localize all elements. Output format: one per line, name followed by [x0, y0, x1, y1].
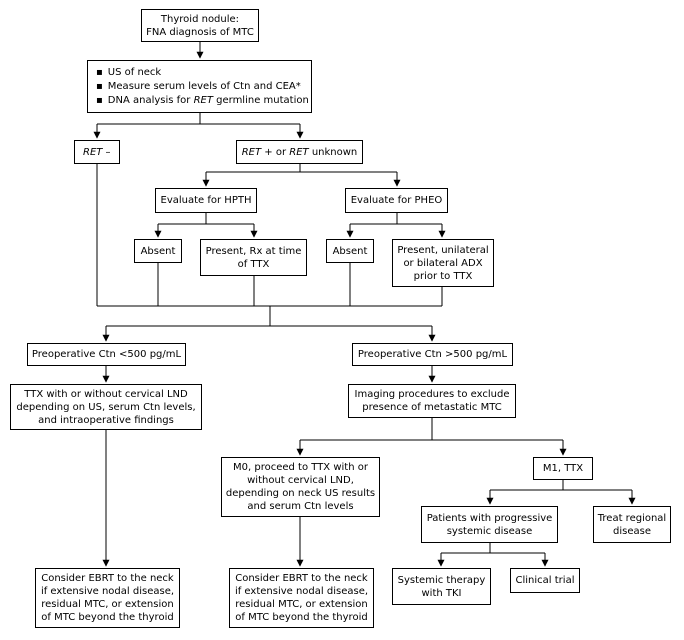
- ret-pos-gene-2: RET: [289, 146, 309, 158]
- node-thyroid-nodule: Thyroid nodule:FNA diagnosis of MTC: [141, 9, 259, 42]
- workup-item-serum: Measure serum levels of Ctn and CEA*: [96, 80, 309, 94]
- node-ctn-high: Preoperative Ctn >500 pg/mL: [352, 343, 513, 366]
- ret-pos-gene-1: RET: [241, 146, 262, 158]
- node-ret-positive: RET + or RET unknown: [236, 140, 363, 164]
- node-initial-workup: US of neck Measure serum levels of Ctn a…: [87, 60, 312, 113]
- node-thyroid-nodule-text: Thyroid nodule:FNA diagnosis of MTC: [146, 13, 254, 38]
- workup-item-us: US of neck: [96, 66, 309, 80]
- node-m1: M1, TTX: [533, 457, 593, 480]
- node-pheo-absent: Absent: [326, 239, 374, 263]
- workup-item-dna: DNA analysis for RET germline mutation: [96, 94, 309, 108]
- node-evaluate-hpth: Evaluate for HPTH: [155, 188, 257, 213]
- ret-neg-gene: RET: [83, 146, 103, 158]
- workup-list: US of neck Measure serum levels of Ctn a…: [96, 66, 309, 108]
- node-clinical-trial: Clinical trial: [510, 568, 580, 593]
- node-hpth-absent: Absent: [134, 239, 182, 263]
- ret-neg-status: –: [102, 146, 111, 158]
- node-ret-negative: RET –: [74, 140, 120, 164]
- node-evaluate-pheo: Evaluate for PHEO: [345, 188, 448, 213]
- node-ctn-low: Preoperative Ctn <500 pg/mL: [27, 343, 186, 366]
